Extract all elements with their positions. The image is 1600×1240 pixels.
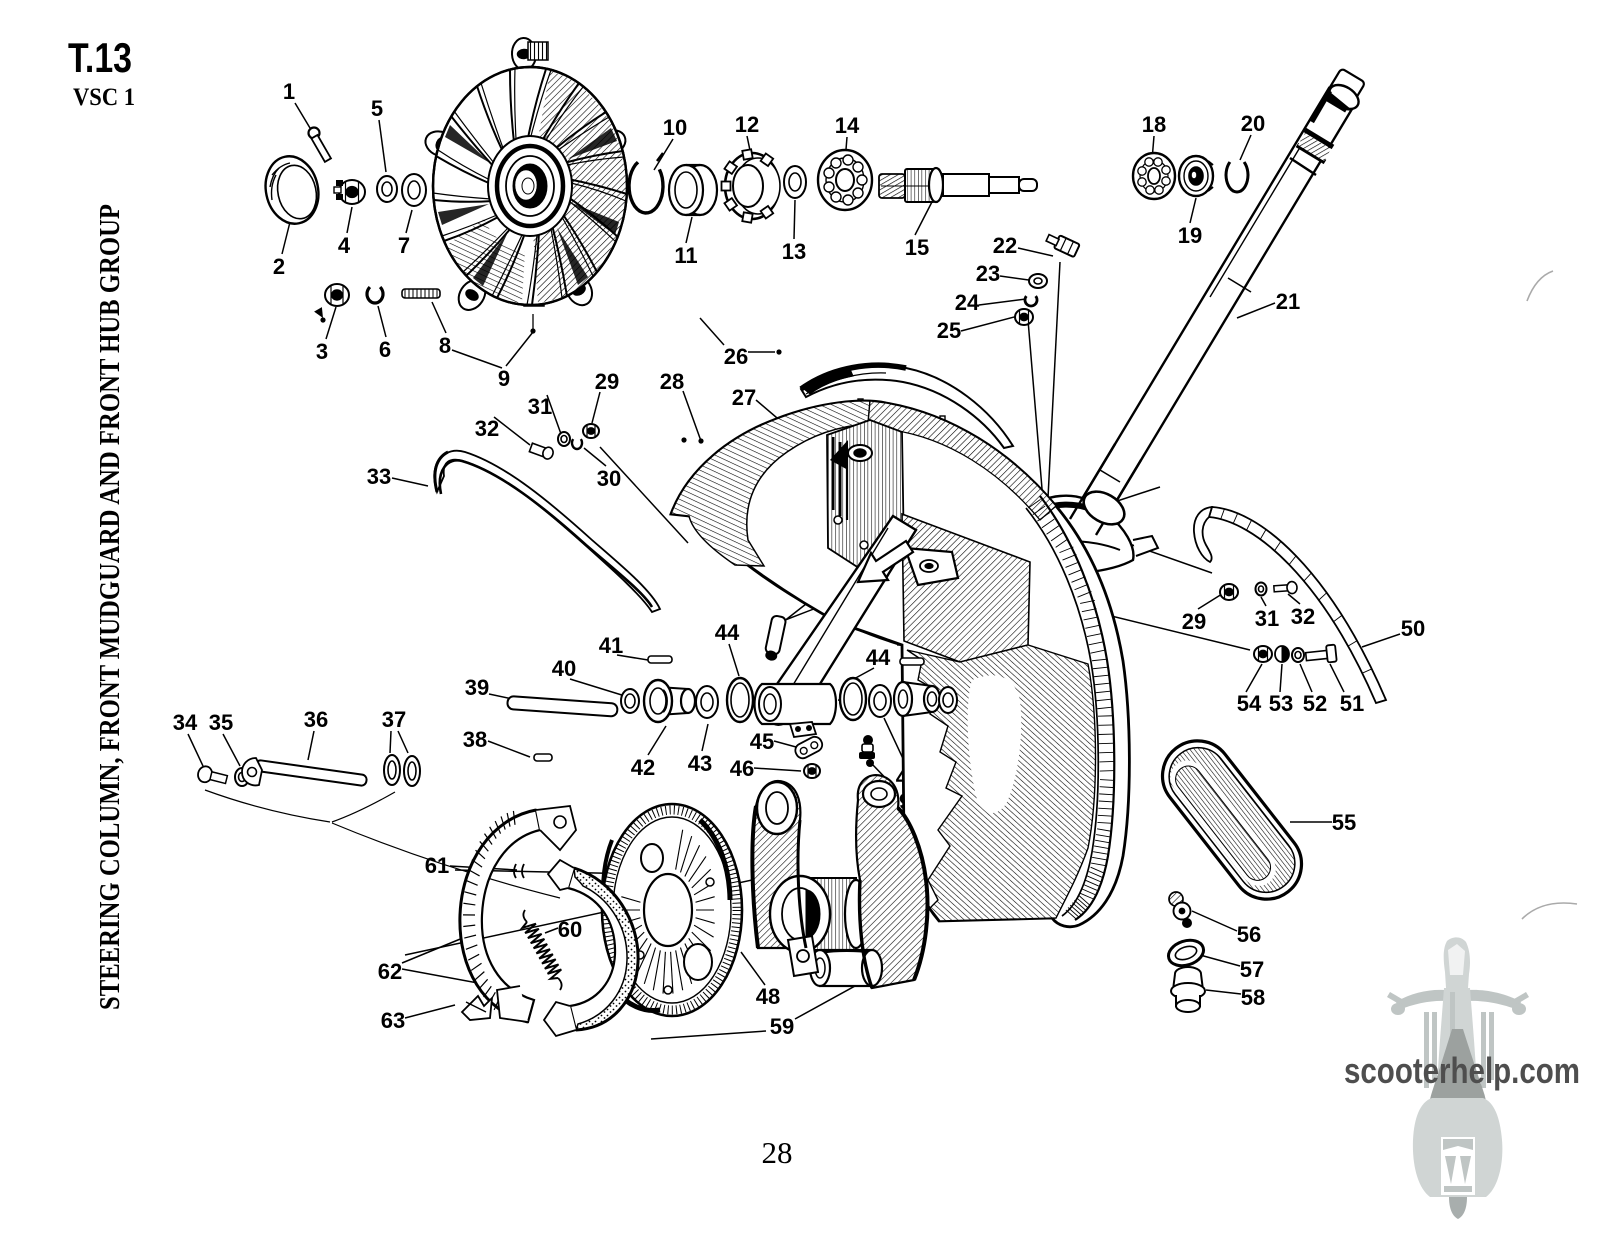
svg-text:62: 62: [378, 959, 402, 984]
svg-text:STEERING COLUMN, FRONT MUDGUAR: STEERING COLUMN, FRONT MUDGUARD AND FRON…: [94, 204, 126, 1010]
svg-text:40: 40: [552, 656, 576, 681]
svg-text:27: 27: [732, 385, 756, 410]
svg-text:26: 26: [724, 344, 748, 369]
svg-text:12: 12: [735, 112, 759, 137]
svg-text:32: 32: [475, 416, 499, 441]
svg-text:2: 2: [273, 254, 285, 279]
svg-text:22: 22: [993, 233, 1017, 258]
svg-text:37: 37: [382, 707, 406, 732]
svg-text:53: 53: [1269, 691, 1293, 716]
svg-text:48: 48: [756, 984, 780, 1009]
svg-text:43: 43: [688, 751, 712, 776]
svg-text:44: 44: [715, 620, 740, 645]
svg-text:42: 42: [631, 755, 655, 780]
svg-text:54: 54: [1237, 691, 1262, 716]
svg-text:38: 38: [463, 727, 487, 752]
svg-text:46: 46: [730, 756, 754, 781]
svg-text:24: 24: [955, 290, 980, 315]
svg-text:56: 56: [1237, 922, 1261, 947]
svg-text:45: 45: [750, 729, 774, 754]
svg-text:52: 52: [1303, 691, 1327, 716]
svg-text:59: 59: [770, 1014, 794, 1039]
svg-text:15: 15: [905, 235, 929, 260]
svg-text:19: 19: [1178, 223, 1202, 248]
svg-text:60: 60: [558, 917, 582, 942]
svg-text:32: 32: [1291, 604, 1315, 629]
svg-text:11: 11: [674, 243, 697, 268]
svg-text:51: 51: [1340, 691, 1364, 716]
svg-text:T.13: T.13: [68, 34, 132, 81]
svg-text:58: 58: [1241, 985, 1265, 1010]
svg-text:50: 50: [1401, 616, 1425, 641]
svg-text:13: 13: [782, 239, 806, 264]
svg-text:29: 29: [1182, 609, 1206, 634]
svg-text:9: 9: [498, 366, 510, 391]
svg-text:4: 4: [338, 233, 351, 258]
svg-text:14: 14: [835, 113, 860, 138]
svg-text:25: 25: [937, 318, 961, 343]
svg-text:21: 21: [1276, 289, 1300, 314]
svg-text:1: 1: [283, 79, 295, 104]
svg-text:55: 55: [1332, 810, 1356, 835]
svg-text:34: 34: [173, 710, 198, 735]
svg-text:44: 44: [866, 645, 891, 670]
svg-text:30: 30: [597, 466, 621, 491]
svg-text:5: 5: [371, 96, 383, 121]
svg-text:36: 36: [304, 707, 328, 732]
svg-text:scooterhelp.com: scooterhelp.com: [1344, 1050, 1580, 1091]
svg-text:VSC 1: VSC 1: [73, 84, 135, 111]
svg-text:31: 31: [528, 394, 552, 419]
svg-text:57: 57: [1240, 957, 1264, 982]
svg-text:63: 63: [381, 1008, 405, 1033]
svg-text:31: 31: [1255, 606, 1279, 631]
svg-text:28: 28: [660, 369, 684, 394]
svg-text:7: 7: [398, 233, 410, 258]
svg-text:61: 61: [425, 853, 449, 878]
svg-text:18: 18: [1142, 112, 1166, 137]
svg-text:8: 8: [439, 333, 451, 358]
svg-text:23: 23: [976, 261, 1000, 286]
svg-text:39: 39: [465, 675, 489, 700]
svg-text:29: 29: [595, 369, 619, 394]
svg-text:28: 28: [762, 1135, 793, 1170]
svg-text:33: 33: [367, 464, 391, 489]
svg-text:20: 20: [1241, 111, 1265, 136]
svg-text:35: 35: [209, 710, 233, 735]
svg-text:10: 10: [663, 115, 687, 140]
svg-text:41: 41: [599, 633, 623, 658]
svg-text:6: 6: [379, 337, 391, 362]
svg-text:3: 3: [316, 339, 328, 364]
